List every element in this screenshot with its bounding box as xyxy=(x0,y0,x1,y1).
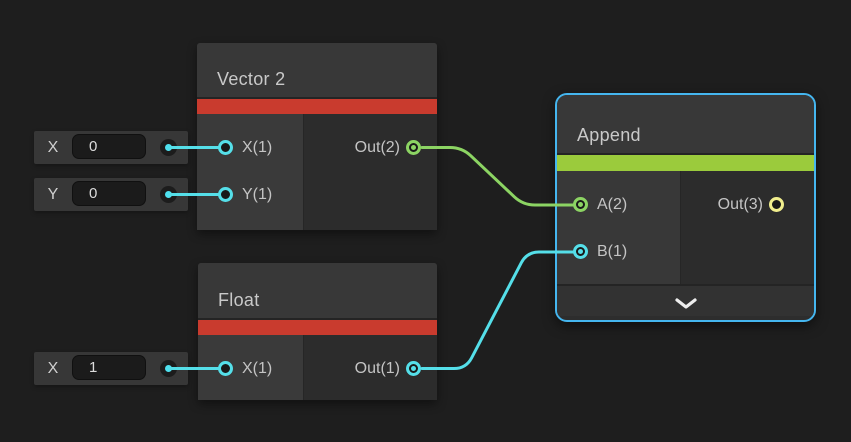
inline-connector-dot xyxy=(160,360,177,377)
port-dot xyxy=(411,145,416,150)
node-vector2-body xyxy=(197,114,437,230)
node-append-accent-bar xyxy=(557,153,814,171)
inline-input-vector2-y: Y xyxy=(34,178,188,211)
port-dot xyxy=(578,202,583,207)
port-label-append-b: B(1) xyxy=(597,243,628,260)
node-append-title: Append xyxy=(577,125,641,145)
node-vector2-header: Vector 2 xyxy=(197,43,437,97)
port-append-out[interactable] xyxy=(769,197,784,212)
node-vector2-title: Vector 2 xyxy=(217,69,286,89)
port-label-vector2-y: Y(1) xyxy=(242,186,273,203)
inline-input-vector2-x-label: X xyxy=(47,138,59,156)
port-label-append-a: A(2) xyxy=(597,196,628,213)
node-append-body xyxy=(557,171,814,284)
inline-input-vector2-y-label: Y xyxy=(47,185,59,203)
port-label-float-out: Out(1) xyxy=(354,360,400,377)
node-append[interactable]: Append A(2) B(1) Out(3) xyxy=(555,93,816,322)
inline-input-vector2-x-field[interactable] xyxy=(72,134,146,159)
inline-input-float-x: X xyxy=(34,352,188,385)
inline-input-float-x-label: X xyxy=(47,359,59,377)
node-append-header: Append xyxy=(557,95,814,153)
node-float-header: Float xyxy=(198,263,437,318)
inline-input-vector2-x: X xyxy=(34,131,188,164)
chevron-down-icon[interactable] xyxy=(674,296,697,309)
node-float-body xyxy=(198,335,437,400)
port-vector2-x[interactable] xyxy=(218,140,233,155)
port-vector2-out[interactable] xyxy=(406,140,421,155)
node-append-footer xyxy=(557,284,814,316)
port-append-a[interactable] xyxy=(573,197,588,212)
inline-input-vector2-y-field[interactable] xyxy=(72,181,146,206)
port-dot xyxy=(578,249,583,254)
node-vector2-input-panel xyxy=(197,114,304,230)
node-float-title: Float xyxy=(218,290,260,310)
edge-vector2-out-to-append-a[interactable] xyxy=(420,146,575,207)
port-vector2-y[interactable] xyxy=(218,187,233,202)
port-label-float-x: X(1) xyxy=(242,360,273,377)
node-float-accent-bar xyxy=(198,318,437,335)
inline-input-float-x-field[interactable] xyxy=(72,355,146,380)
edge-float-out-to-append-b[interactable] xyxy=(420,250,575,370)
node-float[interactable]: Float X(1) Out(1) xyxy=(198,263,437,400)
port-float-out[interactable] xyxy=(406,361,421,376)
inline-connector-dot xyxy=(160,139,177,156)
port-label-vector2-x: X(1) xyxy=(242,139,273,156)
port-dot xyxy=(411,366,416,371)
node-vector2-accent-bar xyxy=(197,97,437,114)
node-append-input-panel xyxy=(557,171,681,284)
port-float-x[interactable] xyxy=(218,361,233,376)
node-vector2[interactable]: Vector 2 X(1) Y(1) Out(2) xyxy=(197,43,437,230)
port-append-b[interactable] xyxy=(573,244,588,259)
port-label-append-out: Out(3) xyxy=(717,196,763,213)
inline-connector-dot xyxy=(160,186,177,203)
port-label-vector2-out: Out(2) xyxy=(354,139,400,156)
